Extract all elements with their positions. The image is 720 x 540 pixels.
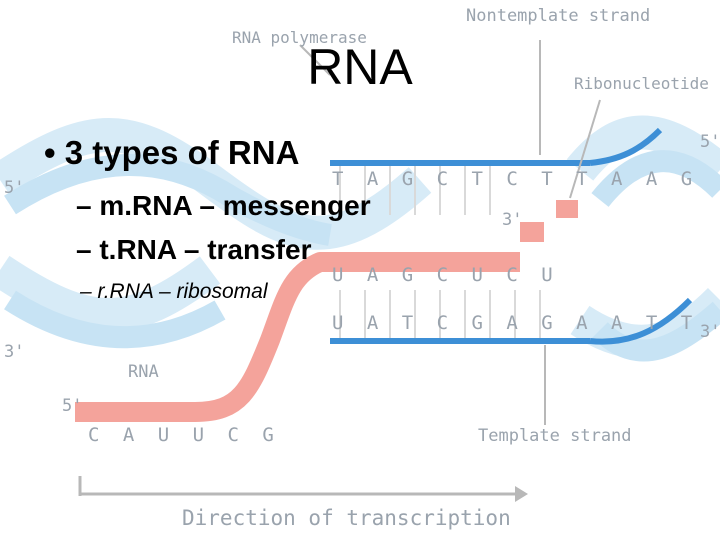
subitem-mrna: – m.RNA – messenger bbox=[76, 190, 371, 221]
subitem-rrna: – r.RNA – ribosomal bbox=[80, 280, 268, 303]
template-bases: U A T C G A G A A T T bbox=[332, 312, 699, 334]
nontemplate-strand-curve bbox=[589, 127, 663, 166]
rna-new-bases: U A G C U C U bbox=[332, 264, 559, 286]
nontemplate-bases: T A G C T C T T A A G bbox=[332, 168, 699, 190]
ribonucleotide-block bbox=[556, 200, 578, 218]
rna-polymerase-label: RNA polymerase bbox=[232, 28, 367, 47]
template-strand-curve bbox=[589, 297, 693, 345]
ribonucleotide-pointer bbox=[569, 99, 601, 199]
five-prime-right-label: 5' bbox=[700, 132, 720, 152]
five-prime-rna-label: 5' bbox=[62, 396, 83, 416]
bullet-rna-types: • 3 types of RNA bbox=[44, 134, 300, 171]
three-prime-right-label: 3' bbox=[700, 322, 720, 342]
five-prime-left-label: 5' bbox=[4, 178, 25, 198]
ribonucleotide-label: Ribonucleotide bbox=[574, 74, 709, 93]
helix-back-strand-left-2 bbox=[0, 255, 221, 332]
slide-title: RNA bbox=[307, 39, 413, 95]
rna-label: RNA bbox=[128, 362, 159, 382]
helix-strand-upper-right bbox=[591, 150, 720, 208]
base-rungs bbox=[339, 166, 541, 338]
polymerase-pointer bbox=[299, 44, 331, 76]
nontemplate-strand-label: Nontemplate strand bbox=[466, 6, 651, 26]
three-prime-rna-label: 3' bbox=[502, 210, 523, 230]
rna-end-block bbox=[520, 222, 544, 242]
helix-strand-upper-left bbox=[4, 153, 332, 246]
direction-of-transcription-label: Direction of transcription bbox=[182, 506, 511, 530]
rna-bottom-bases: C A U U C G bbox=[88, 424, 280, 446]
nontemplate-strand-line bbox=[330, 160, 590, 166]
rna-strand bbox=[75, 252, 520, 422]
three-prime-left-label: 3' bbox=[4, 342, 25, 362]
template-strand-label: Template strand bbox=[478, 426, 632, 446]
helix-strand-lower-left bbox=[4, 290, 226, 349]
direction-arrow-head bbox=[515, 486, 528, 502]
helix-back-strand-right bbox=[566, 115, 720, 184]
subitem-trna: – t.RNA – transfer bbox=[76, 234, 312, 265]
template-strand-line bbox=[330, 338, 590, 344]
